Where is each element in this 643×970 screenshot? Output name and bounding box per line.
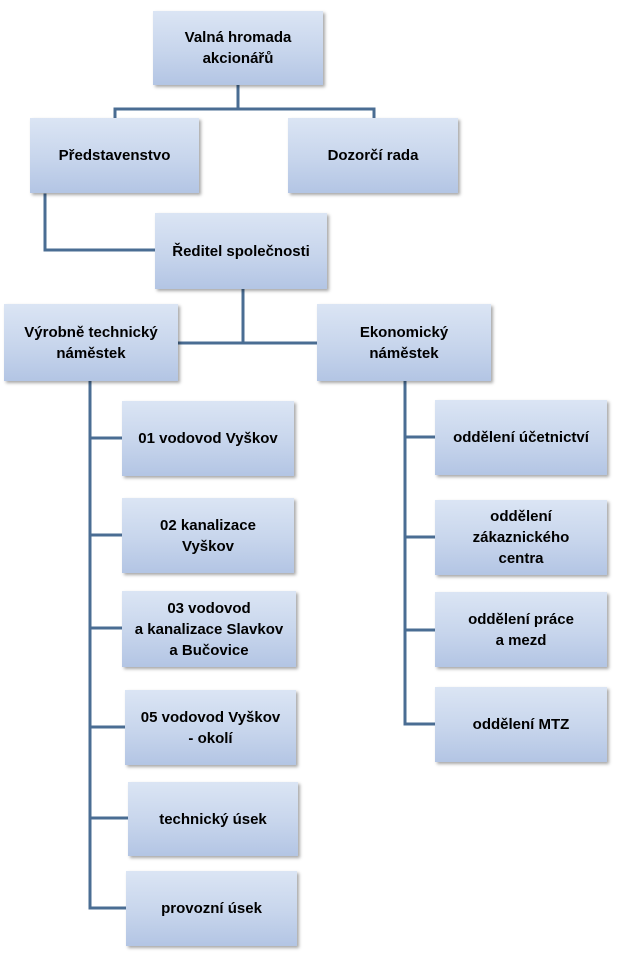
node-unit-03: 03 vodovod a kanalizace Slavkov a Bučovi…: [122, 591, 296, 667]
node-unit-05: 05 vodovod Vyškov - okolí: [125, 690, 296, 765]
node-label: oddělení MTZ: [472, 716, 570, 733]
node-unit-01: 01 vodovod Vyškov: [122, 401, 294, 476]
node-label: Výrobně technický náměstek: [24, 323, 158, 362]
node-label: Představenstvo: [58, 147, 171, 164]
node-mtz-dept: oddělení MTZ: [435, 687, 607, 762]
node-label: technický úsek: [159, 810, 267, 828]
node-general-meeting: Valná hromada akcionářů: [153, 11, 323, 85]
node-label: 02 kanalizace Vyškov: [160, 516, 256, 555]
node-economic-deputy: Ekonomický náměstek: [317, 304, 491, 381]
node-technical-section: technický úsek: [128, 782, 298, 856]
node-accounting-dept: oddělení účetnictví: [435, 400, 607, 475]
node-label: Dozorčí rada: [327, 147, 419, 164]
node-label: Valná hromada akcionářů: [184, 29, 292, 67]
node-operations-section: provozní úsek: [126, 871, 297, 946]
node-label: 05 vodovod Vyškov - okolí: [140, 708, 281, 747]
node-label: oddělení zákaznického centra: [472, 508, 570, 567]
node-supervisory-board: Dozorčí rada: [288, 118, 458, 193]
node-technical-deputy: Výrobně technický náměstek: [4, 304, 178, 381]
node-unit-02: 02 kanalizace Vyškov: [122, 498, 294, 573]
node-labor-wages-dept: oddělení práce a mezd: [435, 592, 607, 667]
node-label: Ekonomický náměstek: [359, 323, 449, 362]
node-label: oddělení účetnictví: [453, 429, 589, 446]
node-label: oddělení práce a mezd: [468, 610, 574, 649]
node-label: provozní úsek: [161, 900, 262, 917]
node-board-of-directors: Představenstvo: [30, 118, 199, 193]
node-customer-center-dept: oddělení zákaznického centra: [435, 500, 607, 575]
node-label: Ředitel společnosti: [172, 242, 310, 260]
node-label: 01 vodovod Vyškov: [138, 430, 278, 447]
node-company-director: Ředitel společnosti: [155, 213, 327, 289]
node-label: 03 vodovod a kanalizace Slavkov a Bučovi…: [134, 599, 284, 659]
